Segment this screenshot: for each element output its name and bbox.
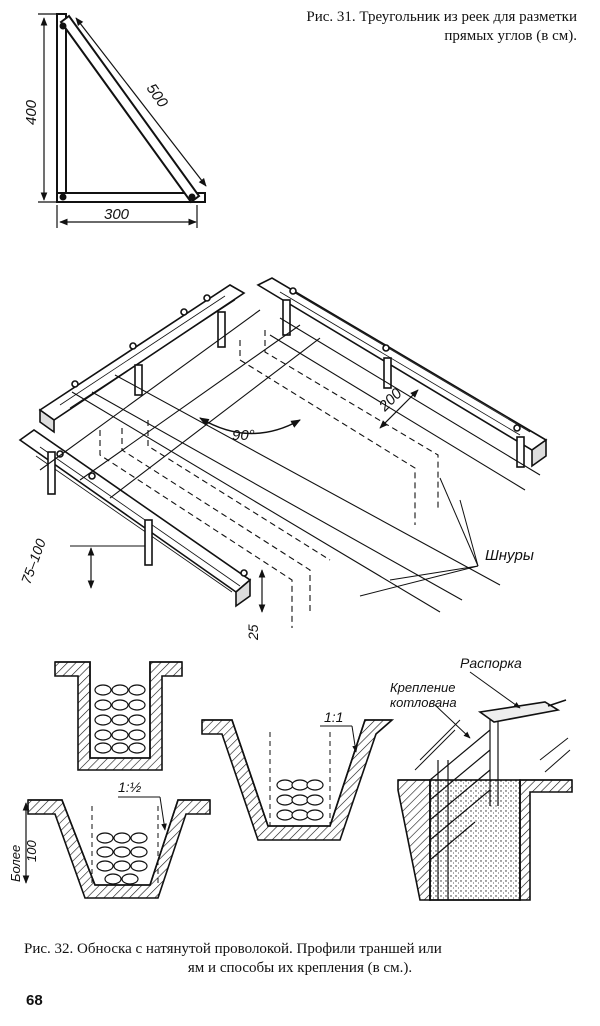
profile-label-support-line1: Крепление: [390, 680, 455, 695]
profile-label-more100-line2: 100: [24, 840, 39, 862]
fig32-caption-line1: Рис. 32. Обноска с натянутой проволокой.…: [24, 941, 442, 957]
fig32-label-200: 200: [375, 385, 406, 416]
fig32-cords: [39, 309, 541, 613]
fig31-caption-line2: прямых углов (в см).: [444, 28, 577, 44]
profile-one-to-one-trench: [201, 719, 395, 841]
fig32-angle-arc: [199, 417, 301, 435]
fig31-triangle: [56, 13, 206, 204]
fig32-label-cords: Шнуры: [485, 547, 534, 564]
profile-braced-pit: [397, 699, 573, 901]
page-number: 68: [26, 992, 43, 1009]
fig32-cords-leaders: [359, 477, 479, 597]
profile-label-slope-half: 1:½: [118, 779, 142, 795]
fig32-label-angle: 90°: [232, 427, 255, 444]
fig31-dimensions: [38, 13, 207, 228]
fig32-label-25: 25: [245, 624, 261, 641]
fig31-dim-hypotenuse: 500: [143, 81, 172, 112]
profile-half-slope-trench: [22, 796, 211, 899]
fig31-caption: Рис. 31. Треугольник из реек для разметк…: [232, 8, 577, 46]
fig32-label-75-100: 75–100: [18, 536, 49, 586]
profile-label-support-line2: котлована: [390, 695, 457, 710]
fig31-caption-line1: Рис. 31. Треугольник из реек для разметк…: [306, 9, 577, 25]
profile-vertical-trench: [54, 661, 183, 771]
profile-label-slope-1-1: 1:1: [324, 709, 343, 725]
fig32-caption-line2: ям и способы их крепления (в см.).: [187, 960, 413, 976]
fig32-caption: Рис. 32. Обноска с натянутой проволокой.…: [24, 940, 576, 978]
profile-label-more100-line1: Более: [8, 845, 23, 882]
profile-label-strut: Распорка: [460, 655, 522, 671]
fig32-trench-outline: [99, 330, 439, 628]
fig32-batter-boards: [18, 277, 548, 608]
fig31-dim-horizontal: 300: [104, 206, 130, 223]
fig31-dim-vertical: 400: [23, 99, 40, 125]
